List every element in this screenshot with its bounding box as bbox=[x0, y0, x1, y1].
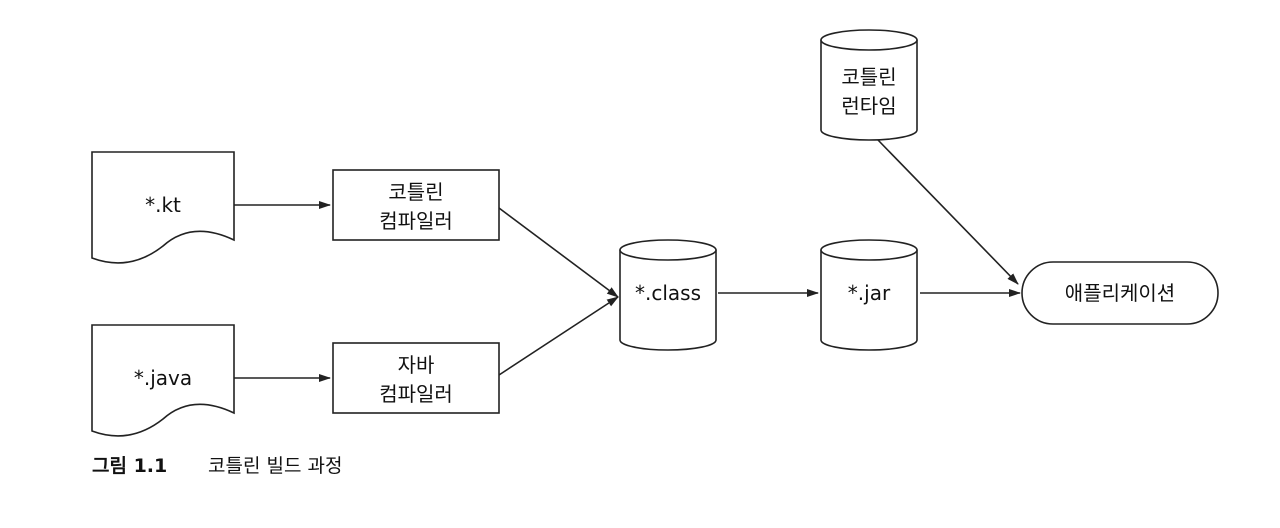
caption-prefix: 그림 1.1 bbox=[92, 455, 167, 477]
application-label: 애플리케이션 bbox=[1065, 281, 1175, 305]
cylinder-body bbox=[619, 250, 717, 351]
class-files-label: *.class bbox=[635, 281, 701, 305]
edge-runtime-to-application bbox=[877, 139, 1019, 285]
java-compiler-label-line1: 자바 bbox=[398, 353, 435, 377]
cylinder-body bbox=[820, 250, 918, 351]
kotlin-runtime-label-line2: 런타임 bbox=[841, 94, 896, 118]
application-node: 애플리케이션 bbox=[1021, 261, 1219, 325]
process-box bbox=[332, 342, 500, 414]
cylinder-top bbox=[820, 29, 918, 51]
process-box bbox=[332, 169, 500, 241]
kotlin-runtime-node: 코틀린 런타임 bbox=[820, 29, 918, 141]
jar-file-node: *.jar bbox=[820, 239, 918, 351]
kt-file-label: *.kt bbox=[145, 193, 181, 217]
java-file-label: *.java bbox=[134, 366, 192, 390]
kotlin-compiler-node: 코틀린 컴파일러 bbox=[332, 169, 500, 241]
jar-file-label: *.jar bbox=[848, 281, 891, 305]
kt-file-node: *.kt bbox=[91, 151, 235, 264]
kotlin-compiler-label-line1: 코틀린 bbox=[388, 180, 443, 204]
document-shape bbox=[91, 151, 235, 264]
figure-caption: 그림 1.1 코틀린 빌드 과정 bbox=[92, 455, 342, 477]
java-compiler-label-line2: 컴파일러 bbox=[379, 382, 453, 406]
terminator-shape bbox=[1021, 261, 1219, 325]
kotlin-runtime-label-line1: 코틀린 bbox=[841, 65, 896, 89]
kotlin-compiler-label-line2: 컴파일러 bbox=[379, 209, 453, 233]
edge-java-compiler-to-class bbox=[498, 296, 619, 376]
document-shape bbox=[91, 324, 235, 437]
caption-text: 코틀린 빌드 과정 bbox=[208, 455, 342, 477]
cylinder-top bbox=[619, 239, 717, 261]
edge-kotlin-compiler-to-class bbox=[498, 207, 619, 298]
cylinder-body bbox=[820, 40, 918, 141]
class-files-node: *.class bbox=[619, 239, 717, 351]
java-file-node: *.java bbox=[91, 324, 235, 437]
java-compiler-node: 자바 컴파일러 bbox=[332, 342, 500, 414]
cylinder-top bbox=[820, 239, 918, 261]
